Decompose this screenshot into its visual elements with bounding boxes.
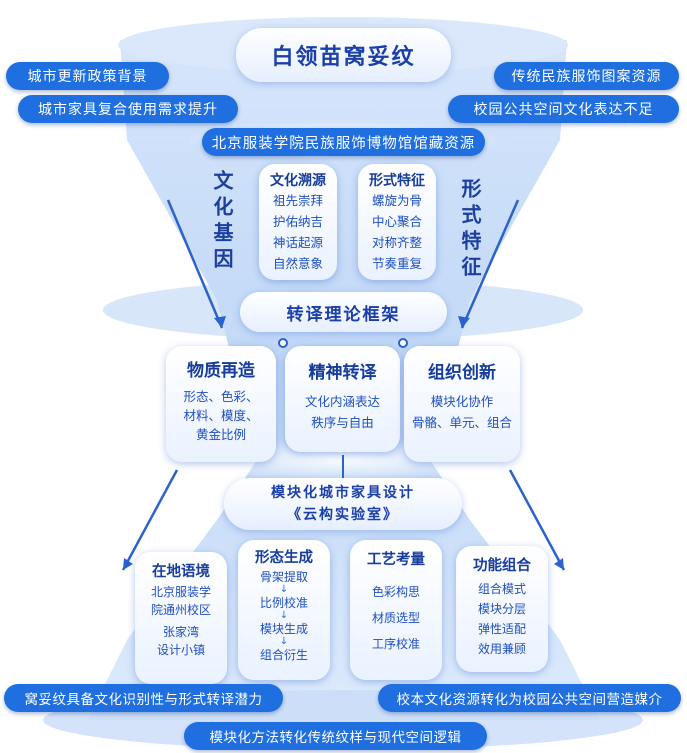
down-arrow-icon: ↓ [279, 636, 289, 647]
form-item: 螺旋为骨 [371, 193, 422, 208]
design-box-site: 在地语境 北京服装学 院通州校区 张家湾 设计小镇 [135, 552, 227, 684]
design-box-form: 形态生成 骨架提取 ↓ 比例校准 ↓ 模块生成 ↓ 组合衍生 [238, 540, 330, 680]
culture-item: 神话起源 [272, 235, 323, 250]
context-left-2: 城市家具复合使用需求提升 [18, 95, 238, 123]
resource-banner: 北京服装学院民族服饰博物馆馆藏资源 [202, 128, 485, 156]
title-text: 白领苗窝妥纹 [271, 45, 416, 70]
translation-card-organization: 组织创新 模块化协作 骨骼、单元、组合 [404, 346, 520, 462]
design-box-function: 功能组合 组合模式 模块分层 弹性适配 效用兼顾 [456, 546, 548, 672]
context-left-1: 城市更新政策背景 [6, 62, 169, 90]
form-feature-box: 形式特征 螺旋为骨 中心聚合 对称齐整 节奏重复 [358, 164, 436, 280]
culture-item: 自然意象 [272, 256, 323, 271]
context-right-2: 校园公共空间文化表达不足 [448, 95, 679, 123]
outcome-right: 校本文化资源转化为校园公共空间营造媒介 [378, 684, 681, 712]
side-label-right: 形式特征 [458, 178, 482, 282]
side-label-left: 文化基因 [210, 170, 234, 274]
design-box-craft: 工艺考量 色彩构思 材质选型 工序校准 [350, 540, 442, 680]
down-arrow-icon: ↓ [279, 610, 289, 621]
form-item: 节奏重复 [371, 256, 422, 271]
outcome-bottom: 模块化方法转化传统纹样与现代空间逻辑 [184, 722, 487, 750]
design-banner: 模块化城市家具设计 《云构实验室》 [224, 478, 462, 530]
down-arrow-icon: ↓ [279, 584, 289, 595]
diagram-title: 白领苗窝妥纹 [236, 28, 451, 82]
form-feature-title: 形式特征 [369, 173, 425, 189]
culture-source-title: 文化溯源 [270, 173, 326, 189]
translation-card-spirit: 精神转译 文化内涵表达 秩序与自由 [285, 346, 400, 452]
form-item: 中心聚合 [371, 214, 422, 229]
design-banner-line2: 《云构实验室》 [287, 507, 399, 523]
framework-banner: 转译理论框架 [240, 292, 447, 332]
form-item: 对称齐整 [371, 235, 422, 250]
translation-card-material: 物质再造 形态、色彩、 材料、模度、 黄金比例 [166, 346, 276, 462]
culture-source-box: 文化溯源 祖先崇拜 护佑纳吉 神话起源 自然意象 [259, 164, 337, 280]
design-banner-line1: 模块化城市家具设计 [271, 485, 415, 501]
culture-item: 护佑纳吉 [272, 214, 323, 229]
outcome-left: 窝妥纹具备文化识别性与形式转译潜力 [4, 684, 283, 712]
context-right-1: 传统民族服饰图案资源 [494, 62, 679, 90]
culture-item: 祖先崇拜 [272, 193, 323, 208]
